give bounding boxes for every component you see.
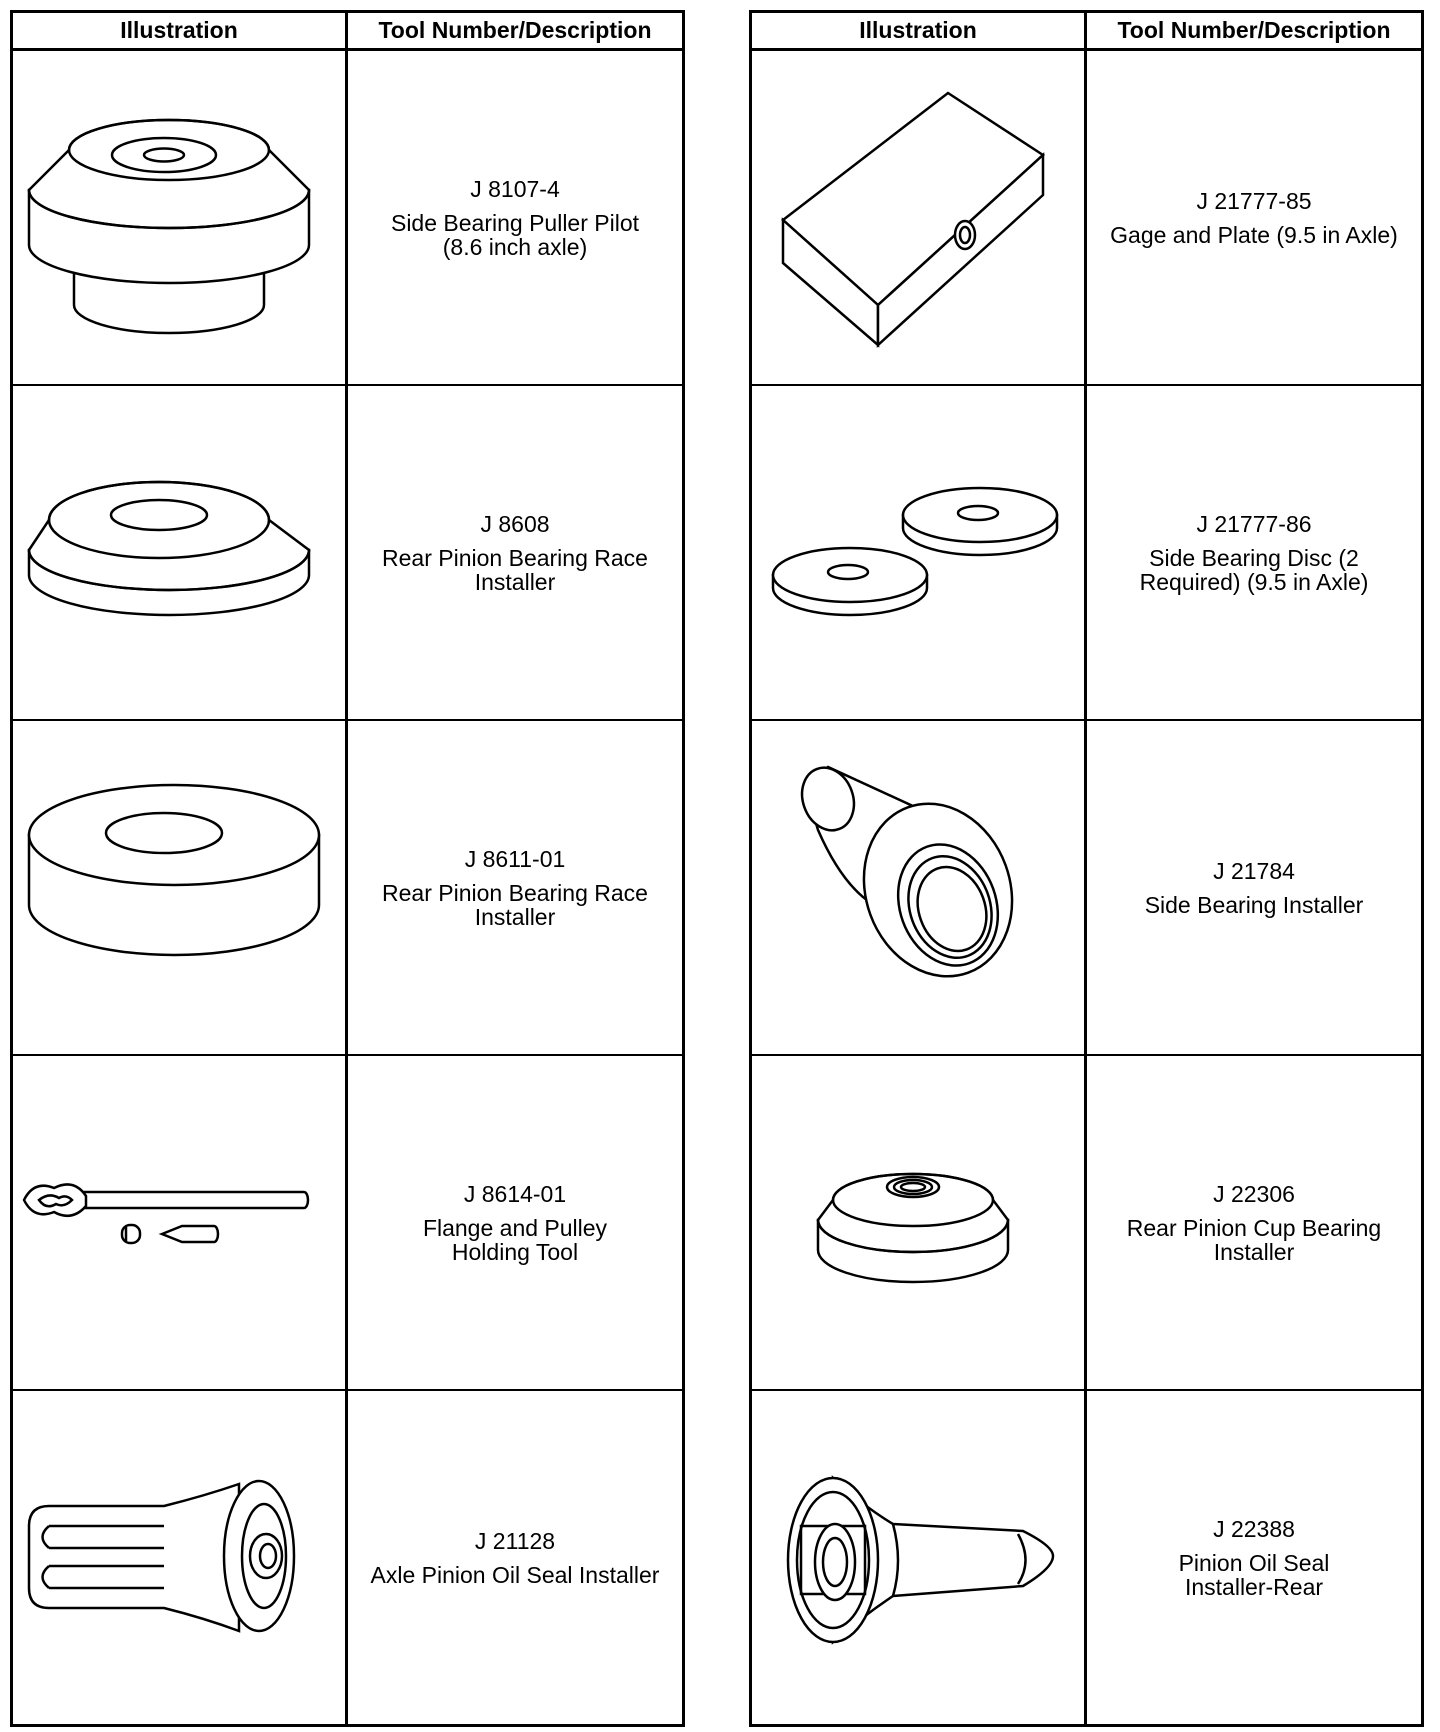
tool-description: Axle Pinion Oil Seal Installer	[370, 1562, 660, 1588]
illustration-cell	[752, 1391, 1087, 1725]
table-row: J 22306 Rear Pinion Cup Bearing Installe…	[752, 1056, 1421, 1391]
tool-description: Pinion Oil Seal Installer-Rear	[1178, 1550, 1330, 1600]
tool-description-cell: J 21784 Side Bearing Installer	[1087, 721, 1421, 1054]
table-header: Illustration Tool Number/Description	[13, 13, 682, 51]
tool-description: Gage and Plate (9.5 in Axle)	[1110, 221, 1398, 248]
tool-number: J 21784	[1213, 857, 1295, 884]
table-row: J 21777-85 Gage and Plate (9.5 in Axle)	[752, 51, 1421, 386]
tool-header: Tool Number/Description	[1117, 17, 1391, 43]
illustration-cell	[752, 1056, 1087, 1389]
table-row: J 22388 Pinion Oil Seal Installer-Rear	[752, 1391, 1421, 1725]
bearing-race-installer-icon	[14, 390, 344, 715]
tool-description: Side Bearing Installer	[1144, 891, 1364, 918]
illustration-cell	[752, 51, 1087, 384]
table-header: Illustration Tool Number/Description	[752, 13, 1421, 51]
table-row: J 8614-01 Flange and Pulley Holding Tool	[13, 1056, 682, 1391]
tool-number: J 8611-01	[464, 845, 566, 872]
tool-description: Rear Pinion Cup Bearing Installer	[1126, 1214, 1382, 1265]
bearing-discs-icon	[753, 390, 1083, 715]
illustration-cell	[13, 1056, 348, 1389]
tool-number: J 8608	[480, 510, 550, 537]
tool-description: Side Bearing Disc (2 Required) (9.5 in A…	[1139, 544, 1369, 595]
tool-description-cell: J 8608 Rear Pinion Bearing Race Installe…	[348, 386, 682, 719]
race-installer-disc-icon	[14, 725, 344, 1050]
pinion-seal-installer-icon	[753, 1396, 1083, 1721]
tool-number: J 21777-85	[1196, 187, 1312, 214]
cup-bearing-installer-icon	[753, 1060, 1083, 1385]
table-row: J 21128 Axle Pinion Oil Seal Installer	[13, 1391, 682, 1725]
table-row: J 21784 Side Bearing Installer	[752, 721, 1421, 1056]
table-row: J 8611-01 Rear Pinion Bearing Race Insta…	[13, 721, 682, 1056]
table-row: J 21777-86 Side Bearing Disc (2 Required…	[752, 386, 1421, 721]
holding-tool-icon	[14, 1060, 344, 1385]
illustration-cell	[13, 386, 348, 719]
oil-seal-installer-icon	[14, 1396, 344, 1721]
tool-number: J 21777-86	[1196, 510, 1312, 537]
tool-table-left: Illustration Tool Number/Description J 8…	[10, 10, 685, 1727]
tool-description-cell: J 22306 Rear Pinion Cup Bearing Installe…	[1087, 1056, 1421, 1389]
tool-table-right: Illustration Tool Number/Description J 2…	[749, 10, 1424, 1727]
gage-plate-icon	[753, 55, 1083, 380]
tool-description: Flange and Pulley Holding Tool	[422, 1214, 608, 1265]
tool-number: J 22388	[1213, 1516, 1295, 1542]
tool-description: Rear Pinion Bearing Race Installer	[382, 879, 648, 930]
tool-description-cell: J 22388 Pinion Oil Seal Installer-Rear	[1087, 1391, 1421, 1725]
illustration-cell	[13, 721, 348, 1054]
table-row: J 8608 Rear Pinion Bearing Race Installe…	[13, 386, 682, 721]
tool-number: J 8614-01	[463, 1180, 567, 1207]
tool-description-cell: J 21777-85 Gage and Plate (9.5 in Axle)	[1087, 51, 1421, 384]
side-bearing-puller-pilot-icon	[14, 55, 344, 380]
tool-description-cell: J 8107-4 Side Bearing Puller Pilot (8.6 …	[348, 51, 682, 384]
tool-description: Rear Pinion Bearing Race Installer	[382, 544, 648, 595]
tool-description: Side Bearing Puller Pilot (8.6 inch axle…	[390, 209, 640, 260]
tool-header: Tool Number/Description	[378, 17, 652, 43]
illustration-cell	[13, 1391, 348, 1725]
illustration-header: Illustration	[13, 13, 348, 48]
illustration-cell	[752, 386, 1087, 719]
tool-description-cell: J 8611-01 Rear Pinion Bearing Race Insta…	[348, 721, 682, 1054]
tool-description-cell: J 21777-86 Side Bearing Disc (2 Required…	[1087, 386, 1421, 719]
tool-number: J 8107-4	[470, 175, 560, 202]
tool-description-cell: J 21128 Axle Pinion Oil Seal Installer	[348, 1391, 682, 1725]
tool-number: J 22306	[1213, 1180, 1295, 1207]
illustration-header: Illustration	[752, 13, 1087, 48]
table-row: J 8107-4 Side Bearing Puller Pilot (8.6 …	[13, 51, 682, 386]
side-bearing-installer-icon	[753, 725, 1083, 1050]
tool-description-cell: J 8614-01 Flange and Pulley Holding Tool	[348, 1056, 682, 1389]
illustration-cell	[13, 51, 348, 384]
illustration-cell	[752, 721, 1087, 1054]
tool-number: J 21128	[474, 1528, 556, 1554]
